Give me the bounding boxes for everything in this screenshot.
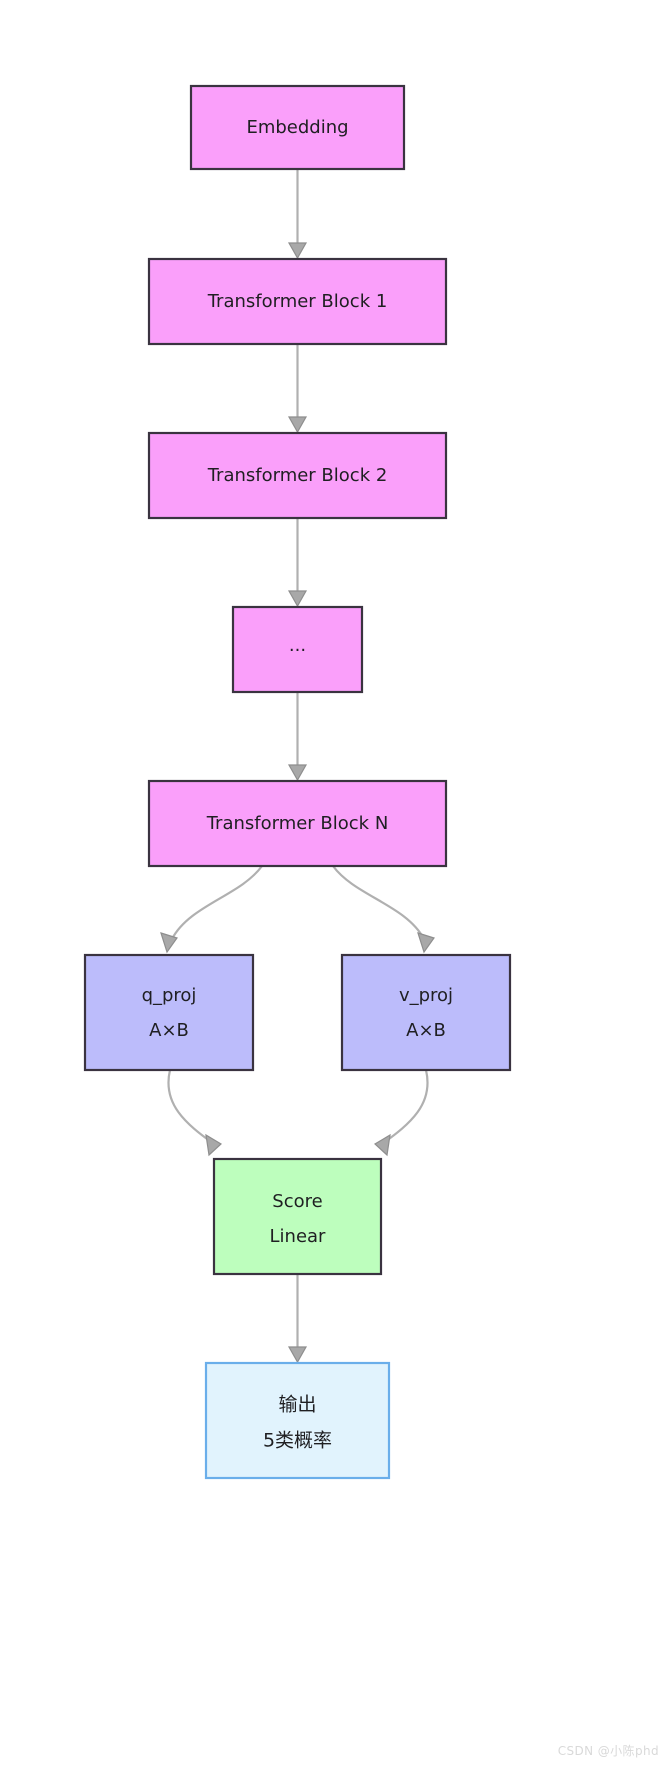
edge-block2-to-ellipsis	[287, 518, 308, 608]
q-proj-box[interactable]	[83, 953, 255, 1072]
node-score-linear[interactable]: Score Linear	[212, 1157, 383, 1276]
node-q-proj[interactable]: q_proj A×B	[83, 953, 255, 1072]
transformer-block-2-box[interactable]	[147, 431, 448, 520]
embedding-box[interactable]	[189, 84, 406, 171]
output-label-line-2: 5类概率	[263, 1430, 332, 1452]
q-proj-label-line-2: A×B	[149, 1020, 189, 1041]
node-transformer-block-1[interactable]: Transformer Block 1	[147, 257, 448, 346]
edge-group	[160, 169, 435, 1364]
q-proj-label-line-1: q_proj	[142, 985, 197, 1006]
transformer-block-2-label: Transformer Block 2	[207, 465, 388, 486]
output-box[interactable]	[204, 1361, 391, 1480]
score-linear-label-line-2: Linear	[270, 1226, 327, 1247]
node-transformer-block-2[interactable]: Transformer Block 2	[147, 431, 448, 520]
node-ellipsis[interactable]: ...	[231, 605, 364, 694]
v-proj-label-line-2: A×B	[406, 1020, 446, 1041]
node-embedding[interactable]: Embedding	[189, 84, 406, 171]
embedding-label: Embedding	[246, 117, 348, 138]
node-transformer-block-n[interactable]: Transformer Block N	[147, 779, 448, 868]
transformer-block-1-label: Transformer Block 1	[207, 291, 388, 312]
v-proj-box[interactable]	[340, 953, 512, 1072]
edge-vproj-to-score	[374, 1069, 429, 1157]
edge-ellipsis-to-blockn	[287, 692, 308, 782]
edge-blockn-to-vproj	[332, 865, 435, 954]
transformer-block-n-label: Transformer Block N	[206, 813, 389, 834]
transformer-block-n-box[interactable]	[147, 779, 448, 868]
edge-blockn-to-qproj	[160, 865, 263, 954]
ellipsis-label: ...	[289, 635, 306, 656]
output-label-line-1: 输出	[278, 1394, 316, 1416]
edge-embedding-to-block1	[287, 169, 308, 260]
edge-block1-to-block2	[287, 344, 308, 434]
score-linear-box[interactable]	[212, 1157, 383, 1276]
edge-qproj-to-score	[167, 1069, 222, 1157]
csdn-watermark: CSDN @小陈phd	[557, 1744, 659, 1758]
transformer-block-1-box[interactable]	[147, 257, 448, 346]
edge-score-to-output	[287, 1274, 308, 1364]
score-linear-label-line-1: Score	[272, 1191, 322, 1212]
node-v-proj[interactable]: v_proj A×B	[340, 953, 512, 1072]
node-output[interactable]: 输出 5类概率	[204, 1361, 391, 1480]
v-proj-label-line-1: v_proj	[399, 985, 453, 1006]
ellipsis-box[interactable]	[231, 605, 364, 694]
